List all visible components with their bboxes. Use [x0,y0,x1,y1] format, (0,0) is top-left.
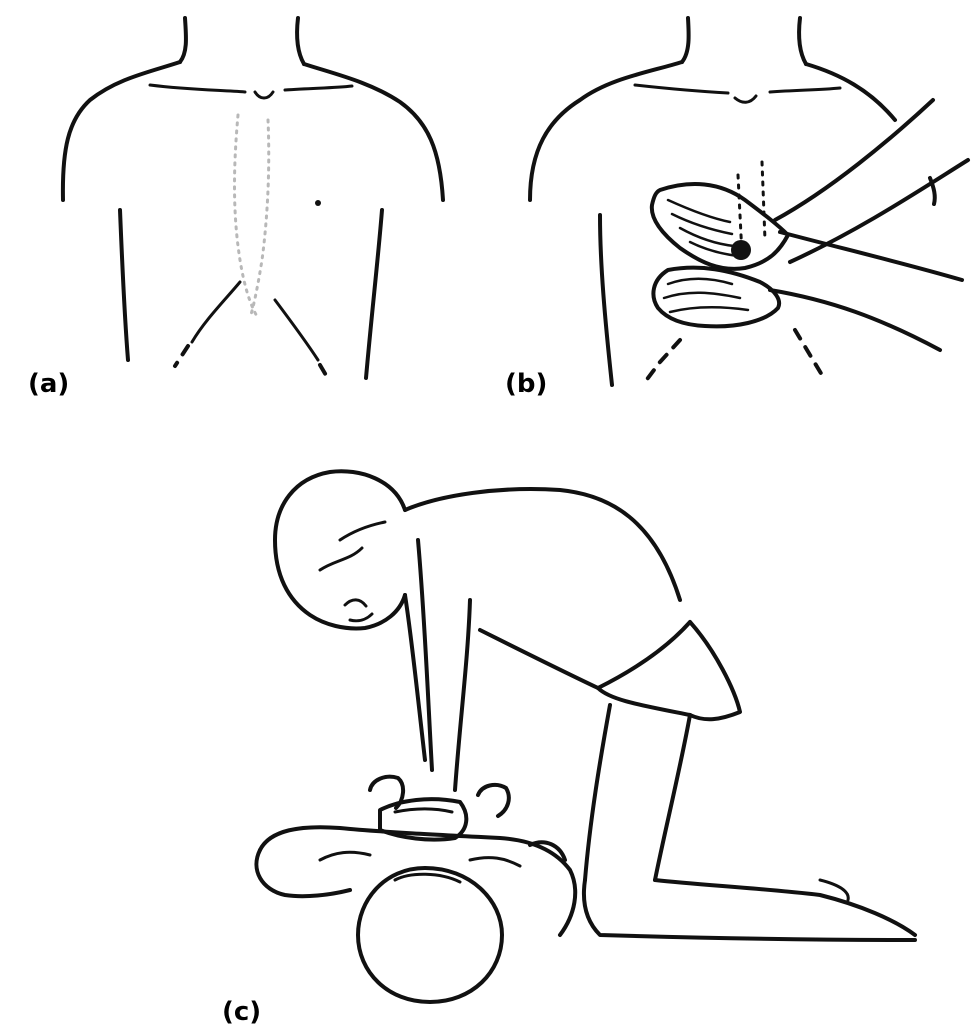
compression-point-marker [731,240,751,260]
panel-c-cpr-rescuer [256,471,915,1002]
panel-label-a: (a) [28,369,69,399]
panel-a-chest-outline [63,18,443,382]
panel-b-hand-placement [530,18,968,385]
panel-label-b: (b) [505,369,547,399]
panel-label-c: (c) [222,997,261,1027]
